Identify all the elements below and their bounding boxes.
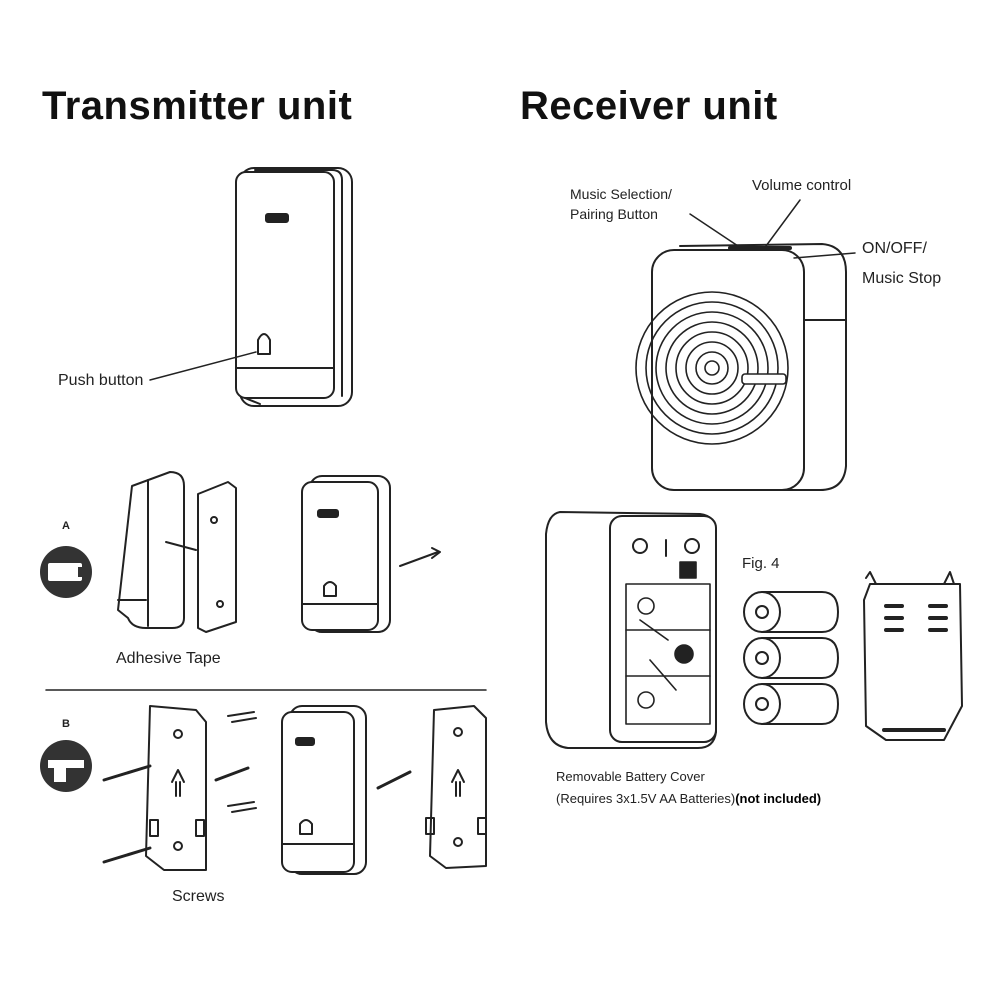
volume-control-leader bbox=[765, 199, 801, 247]
screws-arrow-2 bbox=[376, 770, 412, 790]
mounting-plate-right bbox=[425, 705, 487, 869]
adhesive-arrow-2 bbox=[399, 551, 439, 567]
fig-4-label: Fig. 4 bbox=[742, 555, 780, 572]
volume-control-label: Volume control bbox=[752, 177, 852, 194]
adhesive-side-unit bbox=[117, 471, 185, 629]
battery-cover-illustration bbox=[863, 571, 963, 741]
on-off-label: ON/OFF/ Music Stop bbox=[862, 234, 941, 294]
battery-cover-line2-wrap: (Requires 3x1.5V AA Batteries)(not inclu… bbox=[556, 788, 821, 810]
adhesive-arrow-1 bbox=[165, 541, 197, 551]
push-button-leader bbox=[149, 351, 257, 381]
transmitter-title: Transmitter unit bbox=[42, 84, 353, 128]
music-selection-label: Music Selection/ Pairing Button bbox=[570, 184, 672, 224]
battery-icon bbox=[743, 591, 839, 725]
screw-icon bbox=[102, 764, 152, 864]
battery-compartment bbox=[625, 561, 711, 725]
battery-not-included-note: (not included) bbox=[735, 791, 822, 806]
transmitter-illustration bbox=[235, 167, 353, 407]
music-selection-leader bbox=[689, 213, 739, 247]
battery-cover-caption: Removable Battery Cover (Requires 3x1.5V… bbox=[556, 766, 821, 810]
badge-a-letter: A bbox=[62, 520, 70, 532]
badge-a-icon bbox=[40, 546, 92, 598]
on-off-line2: Music Stop bbox=[862, 270, 942, 287]
badge-b-icon bbox=[40, 740, 92, 792]
music-selection-line1: Music Selection/ bbox=[570, 186, 672, 202]
badge-b-letter: B bbox=[62, 718, 70, 730]
music-selection-line2: Pairing Button bbox=[570, 206, 658, 222]
mounting-plate-left bbox=[145, 705, 207, 871]
screws-arrow-1 bbox=[214, 766, 250, 782]
receiver-illustration bbox=[651, 243, 847, 491]
receiver-title: Receiver unit bbox=[520, 84, 778, 128]
battery-cover-line2: (Requires 3x1.5V AA Batteries) bbox=[556, 791, 736, 806]
speaker-grille-icon bbox=[635, 291, 789, 445]
on-off-leader bbox=[793, 252, 856, 259]
adhesive-tape-plate bbox=[197, 481, 237, 633]
battery-cover-line1: Removable Battery Cover bbox=[556, 769, 705, 784]
push-button-label: Push button bbox=[58, 372, 144, 389]
screws-caption: Screws bbox=[172, 888, 225, 905]
screws-front-unit bbox=[281, 705, 367, 875]
adhesive-front-unit bbox=[301, 475, 391, 633]
wall-anchor-icon bbox=[227, 711, 257, 813]
adhesive-tape-caption: Adhesive Tape bbox=[116, 650, 221, 667]
on-off-line1: ON/OFF/ bbox=[862, 240, 927, 257]
